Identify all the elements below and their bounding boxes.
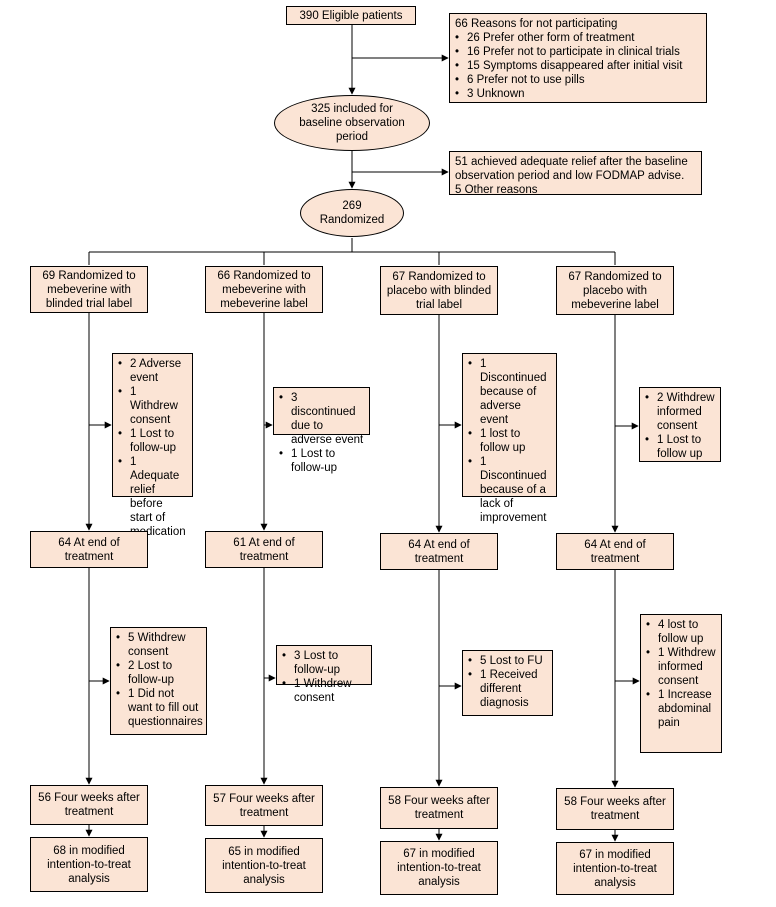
- dropout-item: 1 Adequate relief before start of medica…: [118, 455, 187, 539]
- arm-4-analysis-box: 67 in modified intention-to-treat analys…: [556, 842, 674, 895]
- randomized-oval: 269 Randomized: [300, 189, 404, 237]
- baseline-oval: 325 included for baseline observation pe…: [274, 95, 430, 151]
- reason-item: 3 Unknown: [455, 87, 701, 101]
- dropout-item: 1 Received different diagnosis: [468, 668, 547, 710]
- reason-item: 16 Prefer not to participate in clinical…: [455, 45, 701, 59]
- arm-3-dropout-followup-box: 5 Lost to FU 1 Received different diagno…: [462, 650, 553, 716]
- dropout-item: 1 Withdrew consent: [118, 385, 187, 427]
- reason-item: 26 Prefer other form of treatment: [455, 31, 701, 45]
- arm-2-group-box: 66 Randomized to mebeverine with mebever…: [205, 266, 323, 313]
- arm-4-four-weeks-box: 58 Four weeks after treatment: [556, 788, 674, 830]
- dropout-item: 1 Withdrew informed consent: [646, 646, 716, 688]
- arm-4-dropout-treatment-box: 2 Withdrew informed consent 1 Lost to fo…: [639, 387, 721, 462]
- dropout-item: 3 discontinued due to adverse event: [279, 391, 364, 447]
- dropout-item: 2 Lost to follow-up: [116, 659, 201, 687]
- arm-1-dropout-followup-box: 5 Withdrew consent 2 Lost to follow-up 1…: [110, 627, 207, 735]
- dropout-item: 5 Withdrew consent: [116, 631, 201, 659]
- dropout-item: 1 Lost to follow-up: [279, 447, 364, 475]
- dropout-item: 1 Lost to follow up: [645, 433, 715, 461]
- excluded-after-baseline-box: 51 achieved adequate relief after the ba…: [449, 151, 702, 196]
- arm-2-four-weeks-box: 57 Four weeks after treatment: [205, 785, 323, 826]
- dropout-item: 2 Withdrew informed consent: [645, 391, 715, 433]
- dropout-item: 1 Discontinued because of a lack of impr…: [468, 455, 551, 525]
- arm-3-dropout-treatment-box: 1 Discontinued because of adverse event …: [462, 353, 557, 524]
- dropout-item: 1 Withdrew consent: [282, 677, 366, 705]
- dropout-item: 1 Increase abdominal pain: [646, 688, 716, 730]
- not-participating-box: 66 Reasons for not participating 26 Pref…: [449, 13, 707, 103]
- excluded-other-text: 5 Other reasons: [455, 184, 538, 196]
- arm-3-four-weeks-box: 58 Four weeks after treatment: [380, 787, 498, 829]
- arm-3-analysis-box: 67 in modified intention-to-treat analys…: [380, 841, 498, 895]
- not-participating-title: 66 Reasons for not participating: [455, 18, 618, 30]
- arm-2-end-of-treatment-box: 61 At end of treatment: [205, 531, 323, 568]
- arm-4-group-box: 67 Randomized to placebo with mebeverine…: [556, 266, 674, 315]
- dropout-item: 1 Lost to follow-up: [118, 427, 187, 455]
- dropout-item: 2 Adverse event: [118, 357, 187, 385]
- dropout-item: 1 Did not want to fill out questionnaire…: [116, 687, 203, 729]
- dropout-item: 5 Lost to FU: [468, 654, 547, 668]
- arm-1-four-weeks-box: 56 Four weeks after treatment: [30, 785, 148, 825]
- excluded-relief-text: 51 achieved adequate relief after the ba…: [455, 156, 688, 182]
- arm-2-dropout-treatment-box: 3 discontinued due to adverse event 1 Lo…: [273, 387, 370, 474]
- reason-item: 15 Symptoms disappeared after initial vi…: [455, 59, 701, 73]
- arm-1-dropout-treatment-box: 2 Adverse event 1 Withdrew consent 1 Los…: [112, 353, 193, 538]
- arm-3-group-box: 67 Randomized to placebo with blinded tr…: [380, 266, 498, 315]
- dropout-item: 4 lost to follow up: [646, 618, 716, 646]
- arm-1-group-box: 69 Randomized to mebeverine with blinded…: [30, 266, 148, 313]
- dropout-item: 1 Discontinued because of adverse event: [468, 357, 551, 427]
- arm-4-end-of-treatment-box: 64 At end of treatment: [556, 533, 674, 570]
- dropout-item: 3 Lost to follow-up: [282, 649, 366, 677]
- arm-2-analysis-box: 65 in modified intention-to-treat analys…: [205, 838, 323, 893]
- arm-4-dropout-followup-box: 4 lost to follow up 1 Withdrew informed …: [640, 614, 722, 753]
- arm-1-end-of-treatment-box: 64 At end of treatment: [30, 531, 148, 568]
- arm-3-end-of-treatment-box: 64 At end of treatment: [380, 533, 498, 570]
- arm-1-analysis-box: 68 in modified intention-to-treat analys…: [30, 837, 148, 892]
- eligible-box: 390 Eligible patients: [286, 6, 416, 25]
- dropout-item: 1 lost to follow up: [468, 427, 551, 455]
- reason-item: 6 Prefer not to use pills: [455, 73, 701, 87]
- arm-2-dropout-followup-box: 3 Lost to follow-up 1 Withdrew consent: [276, 645, 372, 704]
